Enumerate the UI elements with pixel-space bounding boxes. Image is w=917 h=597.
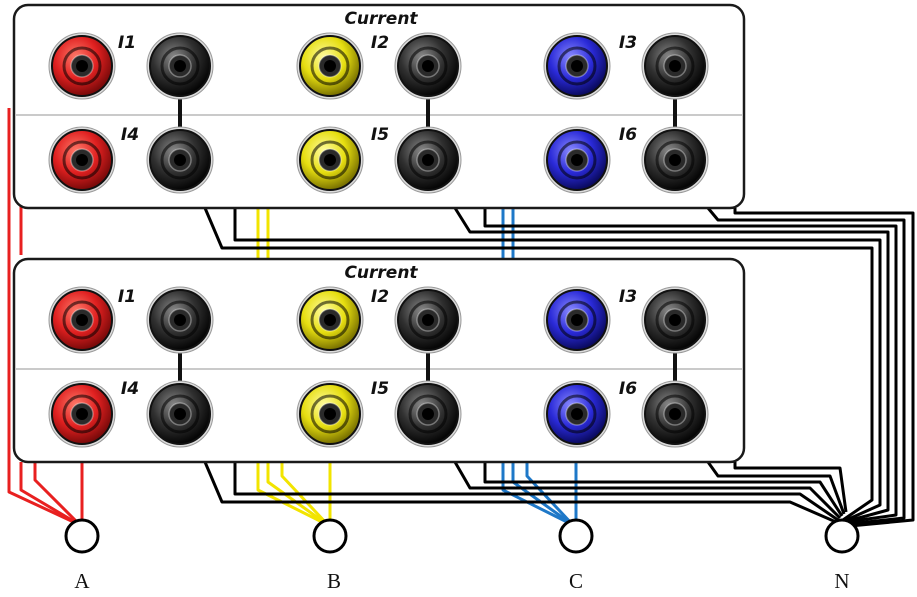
channel-label-i4: I4 xyxy=(121,125,139,145)
channel-label-i4: I4 xyxy=(121,379,139,399)
jack-i1-red xyxy=(49,33,115,99)
panel-title: Current xyxy=(344,9,418,29)
jack-i3-return xyxy=(642,33,708,99)
jack-i3-blue xyxy=(544,33,610,99)
channel-label-i3: I3 xyxy=(619,33,637,53)
node-c: C xyxy=(560,520,592,593)
jack-i6-blue xyxy=(544,381,610,447)
jack-i3-blue xyxy=(544,287,610,353)
panel-title: Current xyxy=(344,263,418,283)
nodes: A B C N xyxy=(66,520,858,593)
jack-i1-return xyxy=(147,33,213,99)
jack-i2-yellow xyxy=(297,287,363,353)
jack-i6-return xyxy=(642,381,708,447)
channel-label-i5: I5 xyxy=(371,125,389,145)
channel-label-i6: I6 xyxy=(619,379,637,399)
jack-i4-return xyxy=(147,381,213,447)
channel-label-i1: I1 xyxy=(118,287,136,307)
jack-i4-return xyxy=(147,127,213,193)
channel-label-i5: I5 xyxy=(371,379,389,399)
jack-i6-return xyxy=(642,127,708,193)
channel-label-i1: I1 xyxy=(118,33,136,53)
node-c-label: C xyxy=(569,569,583,593)
channel-label-i3: I3 xyxy=(619,287,637,307)
node-b: B xyxy=(314,520,346,593)
jack-i5-return xyxy=(395,381,461,447)
jack-i2-return xyxy=(395,33,461,99)
channel-label-i2: I2 xyxy=(371,33,389,53)
jack-i4-red xyxy=(49,381,115,447)
node-n: N xyxy=(826,520,858,593)
jack-i3-return xyxy=(642,287,708,353)
jack-i5-yellow xyxy=(297,127,363,193)
jack-i5-return xyxy=(395,127,461,193)
jack-i4-red xyxy=(49,127,115,193)
channel-label-i2: I2 xyxy=(371,287,389,307)
jack-i5-yellow xyxy=(297,381,363,447)
jack-i6-blue xyxy=(544,127,610,193)
wire-n-7 xyxy=(205,462,836,522)
node-n-label: N xyxy=(834,569,849,593)
wire-n-6 xyxy=(735,208,913,526)
node-b-circle xyxy=(314,520,346,552)
node-c-circle xyxy=(560,520,592,552)
jack-i1-return xyxy=(147,287,213,353)
jack-i2-yellow xyxy=(297,33,363,99)
jack-i1-red xyxy=(49,287,115,353)
jack-i2-return xyxy=(395,287,461,353)
node-a-label: A xyxy=(74,569,90,593)
node-a-circle xyxy=(66,520,98,552)
node-n-circle xyxy=(826,520,858,552)
channel-label-i6: I6 xyxy=(619,125,637,145)
node-a: A xyxy=(66,520,98,593)
wire-n-8 xyxy=(235,462,838,520)
node-b-label: B xyxy=(327,569,341,593)
